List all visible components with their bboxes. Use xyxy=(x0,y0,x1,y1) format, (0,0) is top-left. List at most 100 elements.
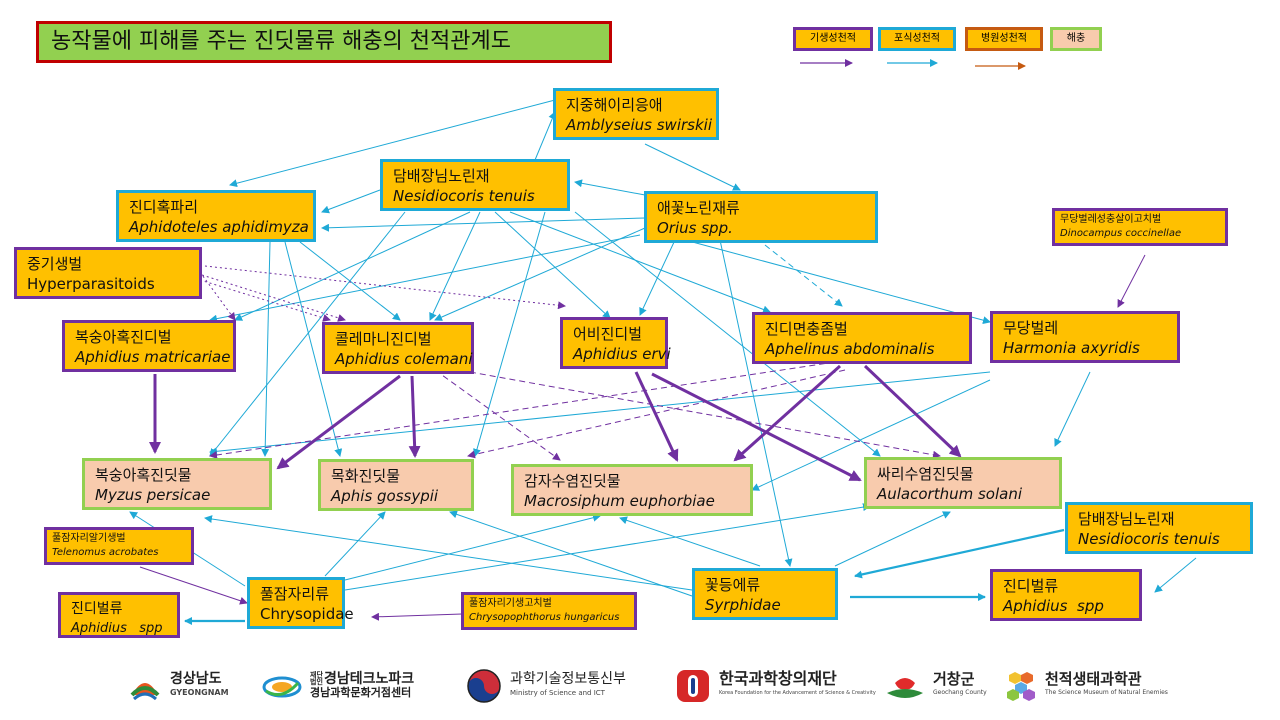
arrow-aphidoletes-aphis xyxy=(284,241,343,457)
parasitism-arrows-bold xyxy=(149,364,962,482)
logo-gntp: 재단법인경남테크노파크 경남과학문화거점센터 xyxy=(262,666,414,706)
node-sci-label: Aphidius spp xyxy=(71,621,163,636)
arrow-syrphidae-aphis xyxy=(449,510,693,597)
node-ko-label: 꽃등에류 xyxy=(705,576,761,594)
node-sci-label: Aphidius colemani xyxy=(335,350,473,368)
arrow-amblyseius-orius xyxy=(644,143,741,191)
arrow-colemani-myzus xyxy=(276,374,401,470)
node-sci-label: Dinocampus coccinellae xyxy=(1060,228,1182,239)
node-sci-label: Aphis gossypii xyxy=(331,487,439,505)
node-macrosiphum: 감자수염진딧물 Macrosiphum euphorbiae xyxy=(511,464,753,516)
hyperparasitoid-arrows-dotted xyxy=(199,265,566,322)
node-dinocampus: 무당벌레성충살이고치벌 Dinocampus coccinellae xyxy=(1052,208,1228,246)
arrow-aphelinus-macrosiphum xyxy=(733,364,842,462)
arrow-chrysopophthorus-chrysopidae xyxy=(371,612,463,621)
arrow-orius-matricariae xyxy=(209,234,641,323)
arrow-chrysopidae-macrosiphum xyxy=(344,513,601,581)
logo-subtext: The Science Museum of Natural Enemies xyxy=(1045,689,1168,696)
node-ko-label: 지중해이리응애 xyxy=(566,96,663,114)
logo-text: 천적생태과학관 xyxy=(1045,670,1142,688)
node-sci-label: Harmonia axyridis xyxy=(1003,339,1140,357)
node-ko-label: 싸리수염진딧물 xyxy=(877,465,974,483)
node-ko-label: 담배장님노린재 xyxy=(1078,510,1175,528)
node-syrphidae: 꽃등에류 Syrphidae xyxy=(692,568,838,620)
hexagon-cluster-icon xyxy=(1007,672,1035,701)
legend-parasitic: 기생성천적 xyxy=(793,27,873,51)
node-nesidiocoris-2: 담배장님노린재 Nesidiocoris tenuis xyxy=(1065,502,1253,554)
logo-text: 경상남도 xyxy=(170,671,222,687)
arrow-ervi-macrosiphum xyxy=(634,371,679,462)
legend-predatory: 포식성천적 xyxy=(878,27,956,51)
arrow-nesidiocoris-aphelinus xyxy=(509,211,771,314)
node-hyperparasitoids: 중기생벌 Hyperparasitoids xyxy=(14,247,202,299)
node-ko-label: 중기생벌 xyxy=(27,255,83,273)
node-ko-label: 풀잠자리알기생벌 xyxy=(52,533,126,544)
node-sci-label: Macrosiphum euphorbiae xyxy=(524,492,715,510)
arrow-harmonia-aulacorthum xyxy=(1054,371,1091,447)
node-aphis: 목화진딧물 Aphis gossypii xyxy=(318,459,474,511)
node-chrysopidae: 풀잠자리류 Chrysopidae xyxy=(247,577,354,629)
arrow-syrphidae-myzus xyxy=(204,515,693,591)
node-myzus: 복숭아혹진딧물 Myzus persicae xyxy=(82,458,272,510)
node-ko-label: 콜레마니진디벌 xyxy=(335,330,432,348)
kofac-icon xyxy=(677,670,709,702)
logo-subtext: GYEONGNAM xyxy=(170,688,229,697)
node-ko-label: 진디면충좀벌 xyxy=(765,320,848,338)
arrow-nesidiocoris-matricariae xyxy=(234,211,471,321)
node-sci-label: Telenomus acrobates xyxy=(52,547,159,558)
node-sci-label: Orius spp. xyxy=(657,219,733,237)
arrow-colemani-aphis xyxy=(408,375,421,458)
node-sci-label: Hyperparasitoids xyxy=(27,275,155,293)
node-sci-label: Nesidiocoris tenuis xyxy=(393,187,535,205)
node-ko-label: 진디혹파리 xyxy=(129,198,199,216)
node-sci-label: Aphidoteles aphidimyza xyxy=(129,218,309,236)
arrow-aphidoletes-myzus xyxy=(261,241,271,457)
arrow-hyper-matricariae xyxy=(199,271,236,321)
node-nesidiocoris: 담배장님노린재 Nesidiocoris tenuis xyxy=(380,159,570,211)
predation-arrows xyxy=(129,99,1197,597)
node-ko-label: 풀잠자리기생고치벌 xyxy=(469,598,552,609)
node-ko-label: 어비진디벌 xyxy=(573,325,643,343)
logo-gyeongnam: 경상남도 GYEONGNAM xyxy=(128,666,229,706)
node-aphidius-left: 진디벌류 Aphidius spp xyxy=(58,592,180,638)
arrow-nesidiocoris-aphis xyxy=(473,211,546,457)
arrow-nesidiocoris2-aphidius xyxy=(1154,557,1197,593)
node-ko-label: 복숭아혹진딧물 xyxy=(95,466,192,484)
node-matricariae: 복숭아혹진디벌 Aphidius matricariae xyxy=(62,320,236,372)
node-sci-label: Amblyseius swirskii xyxy=(566,116,712,134)
arrow-chrysopidae-aphis xyxy=(324,511,386,577)
node-harmonia: 무당벌레 Harmonia axyridis xyxy=(990,311,1180,363)
arrow-colemani-macrosiphum xyxy=(434,369,561,461)
node-ko-label: 진디벌류 xyxy=(1003,577,1059,595)
logo-text: 한국과학창의재단 xyxy=(719,669,837,688)
node-ko-label: 진디벌류 xyxy=(71,601,123,617)
logo-subtext: Korea Foundation for the Advancement of … xyxy=(719,690,876,696)
arrow-harmonia-macrosiphum xyxy=(751,379,991,491)
arrow-nesidiocoris-aphidoletes xyxy=(321,189,381,214)
arrow-amblyseius-aphidoletes xyxy=(229,99,556,188)
node-sci-label: Syrphidae xyxy=(705,596,781,614)
predation-arrows-bold xyxy=(184,528,1065,625)
arrow-orius-syrphidae xyxy=(719,239,793,567)
arrow-chrysopidae-aulacorthum xyxy=(344,503,871,591)
gyeongnam-emblem-icon xyxy=(130,683,160,701)
arrow-amblyseius-nesidiocoris xyxy=(534,111,556,161)
node-ko-label: 복숭아혹진디벌 xyxy=(75,328,172,346)
arrow-nesidiocoris-aulacorthum xyxy=(574,211,881,457)
legend-arrows xyxy=(800,59,1026,70)
node-aphidius-right: 진디벌류 Aphidius spp xyxy=(990,569,1142,621)
node-ko-label: 목화진딧물 xyxy=(331,467,401,485)
node-aphelinus: 진디면충좀벌 Aphelinus abdominalis xyxy=(752,312,972,364)
parasitism-arrows-thin xyxy=(139,254,1146,621)
arrow-orius-ervi xyxy=(639,239,676,316)
arrow-aphelinus-aulacorthum xyxy=(863,364,962,458)
legend-pest: 해충 xyxy=(1050,27,1102,51)
node-ko-label: 감자수염진딧물 xyxy=(524,472,621,490)
arrow-orius-harmonia xyxy=(684,239,991,325)
logo-museum: 천적생태과학관 The Science Museum of Natural En… xyxy=(1005,666,1168,706)
gntp-swoosh-icon xyxy=(262,676,302,698)
logo-subtext: 경남과학문화거점센터 xyxy=(310,686,412,699)
logo-text: 과학기술정보통신부 xyxy=(510,671,626,687)
logo-geochang: 거창군 Geochang County xyxy=(885,666,987,706)
